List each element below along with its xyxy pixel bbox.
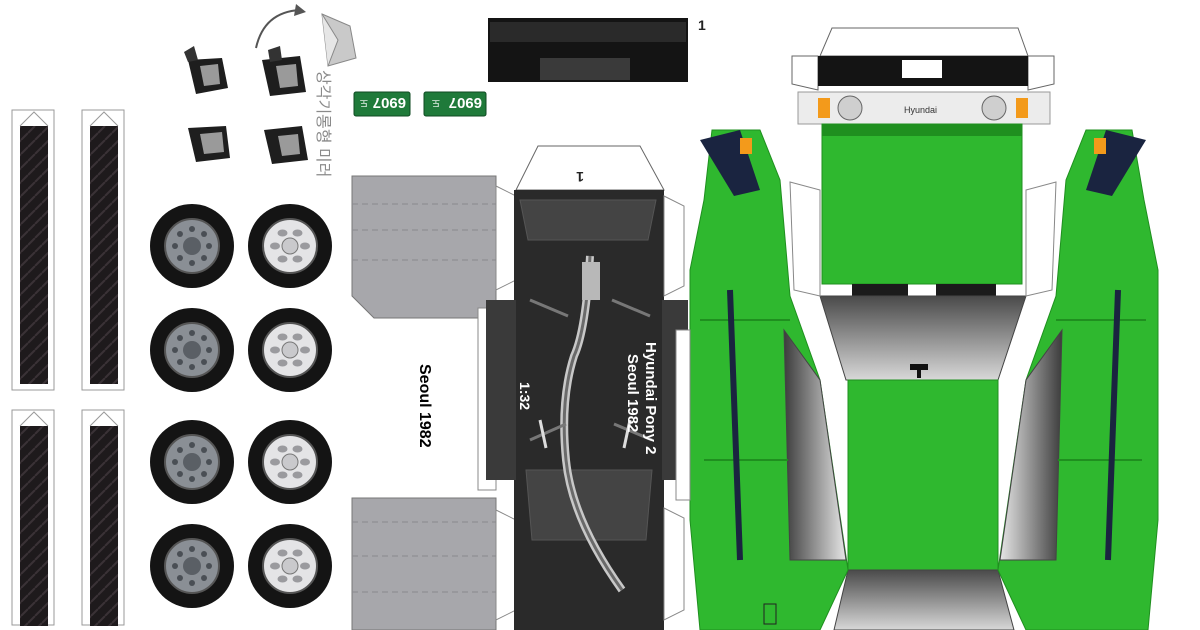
wheel — [248, 204, 332, 288]
tire-tread-strips — [11, 109, 125, 626]
fold-arrow-head — [294, 4, 306, 16]
left-side-window — [783, 328, 847, 561]
wheel — [150, 524, 234, 608]
tab-marker: 1 — [698, 17, 706, 33]
plate-prefix: 도 — [432, 98, 440, 108]
side-caption: Seoul 1982 — [416, 364, 433, 448]
plate-prefix: 도 — [360, 98, 368, 108]
wheels — [150, 204, 332, 608]
wheel — [248, 524, 332, 608]
right-side-window — [999, 328, 1063, 561]
hood-panel — [821, 123, 1023, 285]
plate-number: 6907 — [449, 94, 482, 111]
mirror-piece — [264, 126, 308, 164]
headlight-left — [837, 95, 863, 121]
license-plates: 6907 도 6907 도 — [353, 91, 487, 117]
mirror-piece — [184, 46, 228, 94]
mirror-piece — [262, 46, 306, 96]
underside-subtitle: Seoul 1982 — [624, 354, 641, 432]
floor-side-panels — [351, 175, 517, 630]
wheel — [248, 308, 332, 392]
scale-label: 1:32 — [517, 382, 533, 410]
wheel — [248, 420, 332, 504]
rear-window — [833, 569, 1015, 630]
headlight-right — [981, 95, 1007, 121]
gray-panel — [351, 175, 497, 319]
hood-badge: Hyundai — [904, 105, 937, 115]
gray-panel — [351, 497, 497, 630]
plate-number: 6907 — [373, 94, 406, 111]
mirror-note: 상각기롱형 미러 — [314, 70, 332, 178]
tread-strip — [81, 109, 125, 391]
tab-marker: 1 — [576, 169, 584, 185]
chassis-underside: 1 — [486, 145, 688, 630]
tread-strip — [81, 409, 125, 626]
bumper-piece: 1 — [488, 17, 706, 82]
fold-arrow — [255, 9, 301, 49]
license-plate: 6907 도 — [353, 91, 411, 117]
side-mirrors — [184, 4, 357, 164]
tread-strip — [11, 409, 55, 626]
wheel — [150, 204, 234, 288]
roof-panel — [847, 379, 999, 571]
wheel — [150, 308, 234, 392]
car-body-net: Hyundai — [675, 27, 1159, 630]
wheel — [150, 420, 234, 504]
mirror-piece — [188, 126, 230, 162]
license-plate: 6907 도 — [423, 91, 487, 117]
underside-title: Hyundai Pony 2 — [642, 342, 659, 455]
tread-strip — [11, 109, 55, 391]
